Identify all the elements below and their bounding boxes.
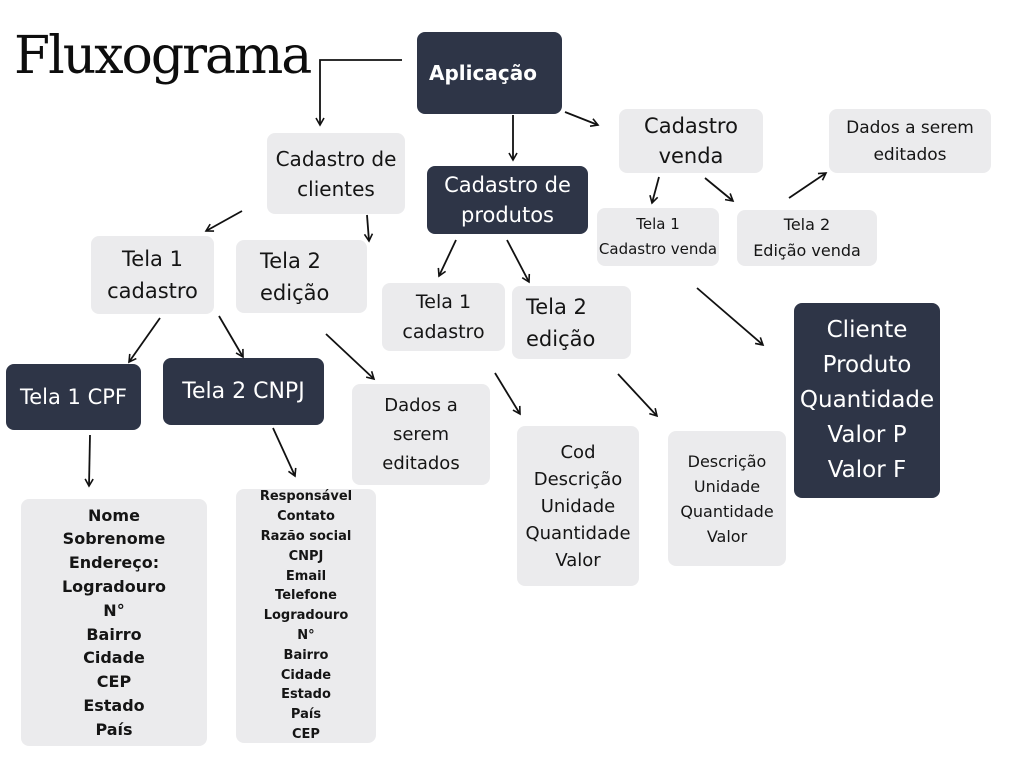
- node-cadastro-produtos: Cadastro de produtos: [427, 166, 588, 234]
- arrow-produtos-to-tela2: [506, 239, 531, 284]
- node-tela2-edicao-produtos: Tela 2 edição: [512, 286, 631, 359]
- node-cnpj-campos: Responsável Contato Razão social CNPJ Em…: [236, 489, 376, 743]
- arrow-tela2-produtos-to-campos: [617, 373, 659, 418]
- arrow-tela2-venda-to-dados: [788, 172, 828, 199]
- node-produto-campos-edicao: Descrição Unidade Quantidade Valor: [668, 431, 786, 566]
- arrow-aplicacao-to-venda: [564, 111, 600, 127]
- node-dados-editados-clientes: Dados a serem editados: [352, 384, 490, 485]
- arrow-aplicacao-to-clientes: [315, 59, 402, 127]
- node-tela2-edicao-clientes: Tela 2 edição: [236, 240, 367, 313]
- arrow-cpf-to-campos: [84, 434, 94, 488]
- node-tela1-cadastro-produtos: Tela 1 cadastro: [382, 283, 505, 351]
- arrow-tela1-clientes-to-cnpj: [218, 315, 244, 359]
- node-venda-campos: Cliente Produto Quantidade Valor P Valor…: [794, 303, 940, 498]
- node-aplicacao: Aplicação: [417, 32, 562, 114]
- node-tela1-cpf: Tela 1 CPF: [6, 364, 141, 430]
- node-tela2-edicao-venda: Tela 2 Edição venda: [737, 210, 877, 266]
- node-cpf-campos: Nome Sobrenome Endereço: Logradouro N° B…: [21, 499, 207, 746]
- node-cadastro-clientes: Cadastro de clientes: [267, 133, 405, 214]
- arrow-tela1-clientes-to-cpf: [128, 317, 161, 364]
- arrow-tela1-produtos-to-campos: [494, 372, 521, 416]
- arrow-clientes-to-tela1: [204, 210, 243, 232]
- arrow-tela2-clientes-to-dados: [325, 333, 376, 381]
- arrow-clientes-to-tela2: [363, 214, 374, 243]
- node-produto-campos-cadastro: Cod Descrição Unidade Quantidade Valor: [517, 426, 639, 586]
- node-tela2-cnpj: Tela 2 CNPJ: [163, 358, 324, 425]
- node-tela1-cadastro-clientes: Tela 1 cadastro: [91, 236, 214, 314]
- node-dados-editados-venda: Dados a serem editados: [829, 109, 991, 173]
- node-cadastro-venda: Cadastro venda: [619, 109, 763, 173]
- arrow-tela1-venda-to-campos: [696, 287, 765, 347]
- arrow-produtos-to-tela1: [437, 239, 457, 278]
- arrow-venda-to-tela2: [704, 177, 735, 203]
- diagram-title: Fluxograma: [14, 26, 312, 86]
- node-tela1-cadastro-venda: Tela 1 Cadastro venda: [597, 208, 719, 266]
- arrow-venda-to-tela1: [649, 176, 660, 205]
- arrow-cnpj-to-campos: [272, 427, 297, 478]
